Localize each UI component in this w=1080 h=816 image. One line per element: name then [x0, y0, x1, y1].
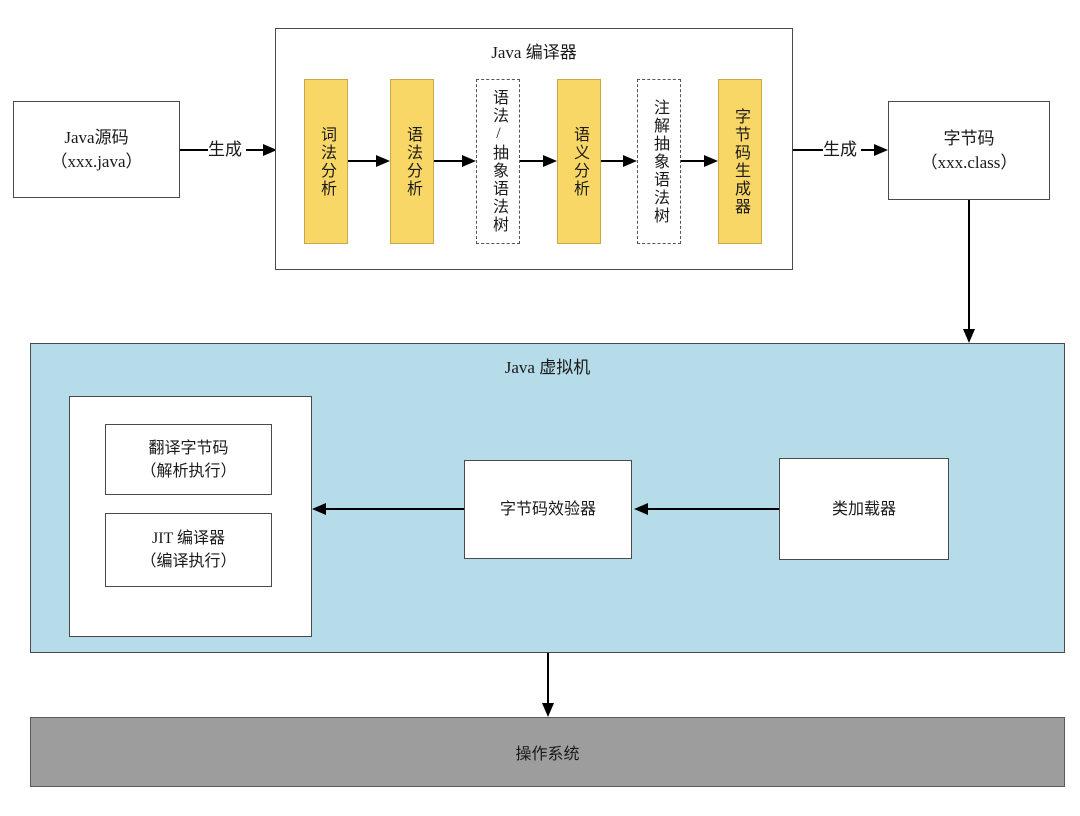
- generate-label-2: 生成: [823, 140, 857, 159]
- interpreter-box: 翻译字节码 （解析执行）: [105, 424, 272, 495]
- java-source-filename: （xxx.java）: [50, 151, 143, 171]
- arrow-verifier-to-engine-head: [312, 503, 326, 515]
- stage-bytecode-generator: 字节码生成器: [718, 79, 762, 244]
- stage-syntax-analysis: 语法分析: [390, 79, 434, 244]
- arrow-source-to-compiler-line: [180, 149, 208, 151]
- java-source-box: Java源码 （xxx.java）: [13, 101, 180, 198]
- arrow-bytecode-to-jvm-head: [963, 329, 975, 343]
- arrow-bytecode-to-jvm-line: [968, 200, 970, 329]
- bytecode-filename: （xxx.class）: [920, 152, 1018, 172]
- jvm-title: Java 虚拟机: [504, 358, 591, 377]
- arrow-jvm-to-os-line: [547, 653, 549, 703]
- arrow-stage1-2-line: [348, 160, 376, 162]
- arrow-stage2-3-line: [434, 160, 462, 162]
- java-source-title: Java源码: [64, 127, 129, 147]
- arrow-source-to-compiler-head: [263, 144, 277, 156]
- interpreter-line1: 翻译字节码: [148, 439, 229, 457]
- bytecode-verifier-label: 字节码效验器: [499, 501, 596, 518]
- jit-line1: JIT 编译器: [151, 530, 226, 547]
- jit-compiler-box: JIT 编译器 （编译执行）: [105, 513, 272, 587]
- generate-label-1: 生成: [208, 140, 242, 159]
- bytecode-title: 字节码: [943, 128, 995, 148]
- java-compiler-container: Java 编译器: [275, 28, 793, 270]
- arrow-compiler-to-bytecode-line2: [861, 149, 874, 151]
- arrow-stage3-4-head: [543, 155, 557, 167]
- arrow-stage4-5-head: [623, 155, 637, 167]
- arrow-verifier-to-engine-line: [326, 508, 464, 510]
- arrow-source-to-compiler-line2: [246, 149, 263, 151]
- operating-system-box: 操作系统: [30, 717, 1065, 787]
- arrow-stage1-2-head: [376, 155, 390, 167]
- arrow-jvm-to-os-head: [542, 703, 554, 717]
- arrow-stage5-6-line: [681, 160, 704, 162]
- bytecode-verifier-box: 字节码效验器: [464, 460, 632, 559]
- jit-line2: （编译执行）: [140, 553, 237, 570]
- operating-system-label: 操作系统: [515, 746, 580, 763]
- class-loader-box: 类加载器: [779, 458, 949, 560]
- stage-abstract-syntax-tree: 语法/抽象语法树: [476, 79, 520, 244]
- arrow-classloader-to-verifier-head: [634, 503, 648, 515]
- arrow-stage3-4-line: [520, 160, 543, 162]
- arrow-stage2-3-head: [462, 155, 476, 167]
- arrow-stage5-6-head: [704, 155, 718, 167]
- arrow-compiler-to-bytecode-line: [793, 149, 823, 151]
- stage-annotated-ast: 注解抽象语法树: [637, 79, 681, 244]
- stage-semantic-analysis: 语义分析: [557, 79, 601, 244]
- arrow-compiler-to-bytecode-head: [874, 144, 888, 156]
- arrow-stage4-5-line: [601, 160, 623, 162]
- bytecode-box: 字节码 （xxx.class）: [888, 101, 1050, 200]
- java-compiler-title: Java 编译器: [491, 43, 577, 62]
- class-loader-label: 类加载器: [831, 500, 896, 518]
- stage-lexical-analysis: 词法分析: [304, 79, 348, 244]
- arrow-classloader-to-verifier-line: [648, 508, 779, 510]
- interpreter-line2: （解析执行）: [140, 462, 237, 480]
